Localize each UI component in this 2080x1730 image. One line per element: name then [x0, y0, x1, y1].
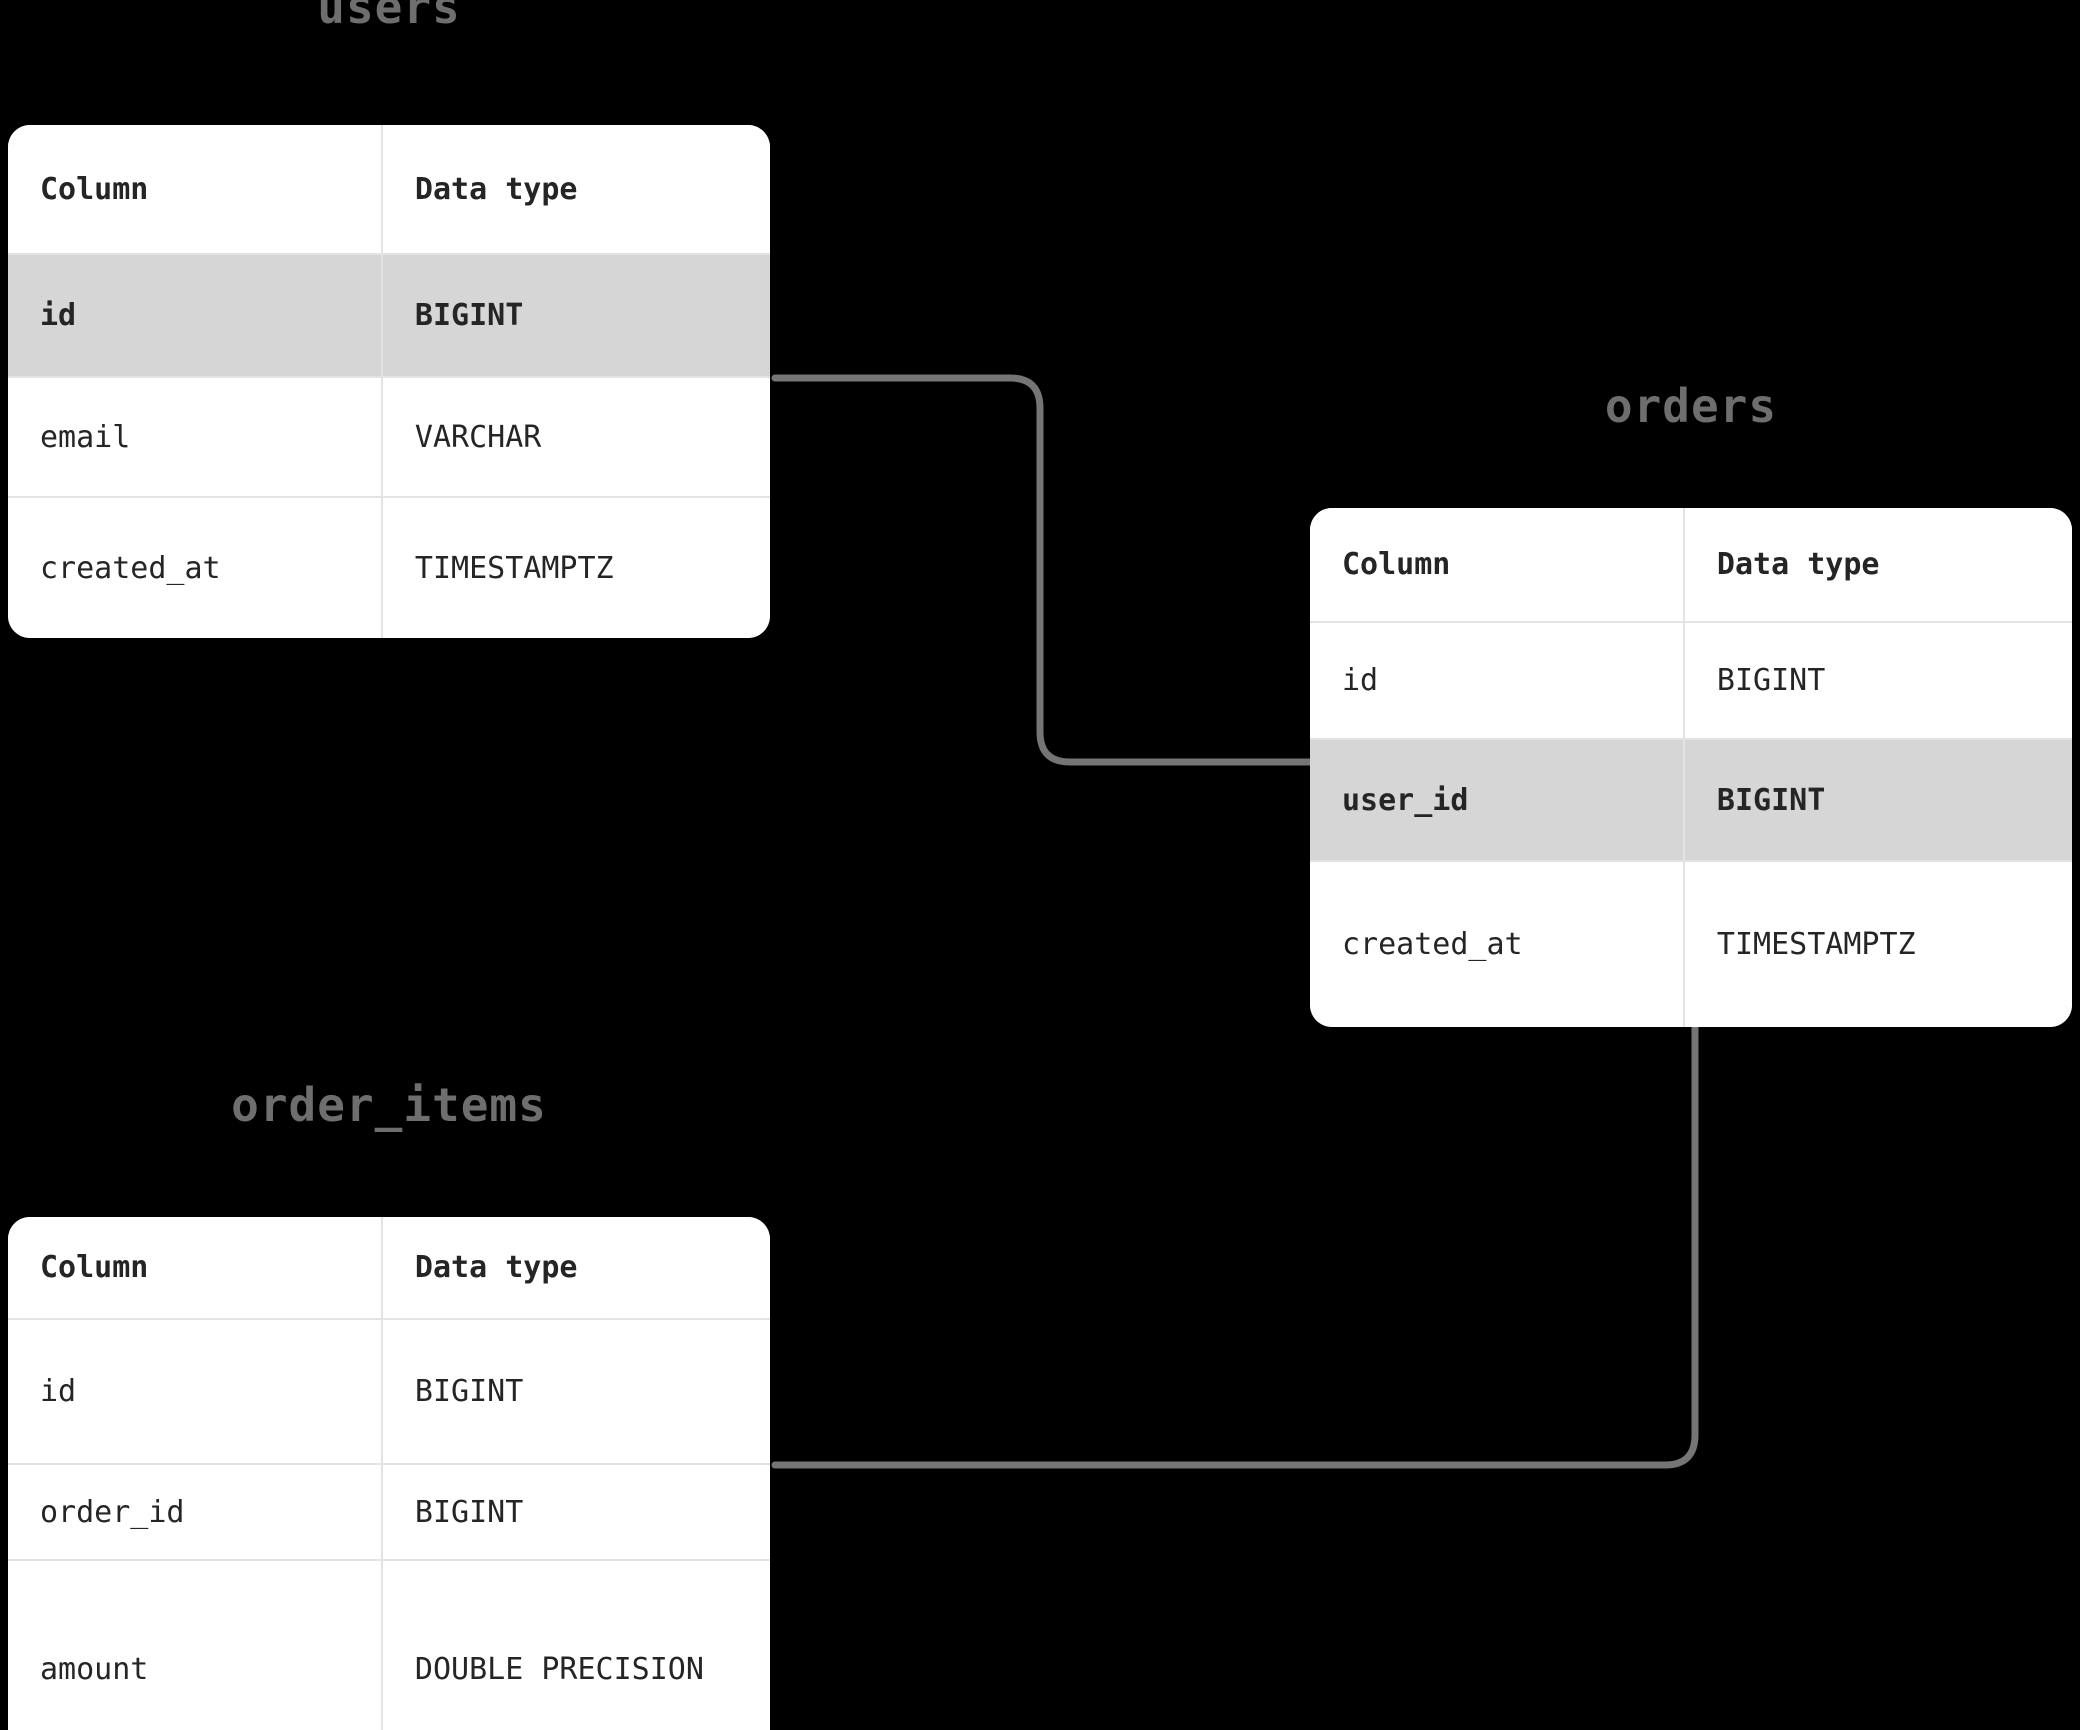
cell-data-type: BIGINT [414, 1374, 524, 1409]
table-row[interactable]: id BIGINT [8, 1320, 770, 1465]
cell-column-name: id [8, 1320, 383, 1463]
header-cell-data-type: Data type [414, 171, 578, 207]
cell-column-name: user_id [1310, 740, 1685, 860]
header-cell-column: Column [1310, 508, 1685, 621]
cell-data-type: BIGINT [1716, 663, 1826, 698]
header-cell-data-type: Data type [1716, 547, 1880, 582]
cell-data-type: DOUBLE PRECISION [414, 1651, 704, 1687]
cell-column-name: id [8, 255, 383, 376]
header-cell-column: Column [8, 1217, 383, 1318]
cell-column-name: amount [8, 1561, 383, 1730]
table-row[interactable]: id BIGINT [1310, 623, 2072, 740]
cell-column-name: created_at [1310, 862, 1685, 1027]
table-title-order-items: order_items [231, 1078, 547, 1132]
cell-data-type: BIGINT [1716, 782, 1826, 818]
table-row[interactable]: amount DOUBLE PRECISION [8, 1561, 770, 1730]
cell-data-type: TIMESTAMPTZ [1716, 927, 1916, 962]
edge-orders-to-order-items [771, 1023, 1699, 1469]
table-card-orders[interactable]: Column Data type id BIGINT user_id BIGIN… [1310, 508, 2072, 1027]
table-card-users[interactable]: Column Data type id BIGINT email VARCHAR… [8, 125, 770, 638]
edge-users-to-orders [771, 374, 1314, 766]
cell-data-type: TIMESTAMPTZ [414, 550, 614, 586]
table-title-users: users [317, 0, 461, 34]
table-title-orders: orders [1604, 379, 1778, 433]
cell-column-name: id [1310, 623, 1685, 738]
table-row[interactable]: email VARCHAR [8, 378, 770, 498]
table-row[interactable]: order_id BIGINT [8, 1465, 770, 1561]
cell-data-type: VARCHAR [414, 419, 542, 455]
cell-data-type: BIGINT [414, 1494, 524, 1530]
table-row[interactable]: user_id BIGINT [1310, 740, 2072, 862]
table-card-order-items[interactable]: Column Data type id BIGINT order_id BIGI… [8, 1217, 770, 1730]
cell-column-name: order_id [8, 1465, 383, 1559]
table-header-row: Column Data type [1310, 508, 2072, 623]
header-cell-column: Column [8, 125, 383, 253]
cell-column-name: email [8, 378, 383, 496]
table-header-row: Column Data type [8, 1217, 770, 1320]
table-row[interactable]: created_at TIMESTAMPTZ [8, 498, 770, 638]
cell-column-name: created_at [8, 498, 383, 638]
table-row[interactable]: id BIGINT [8, 255, 770, 378]
header-cell-data-type: Data type [414, 1250, 578, 1285]
table-header-row: Column Data type [8, 125, 770, 255]
table-row[interactable]: created_at TIMESTAMPTZ [1310, 862, 2072, 1027]
cell-data-type: BIGINT [414, 298, 524, 333]
